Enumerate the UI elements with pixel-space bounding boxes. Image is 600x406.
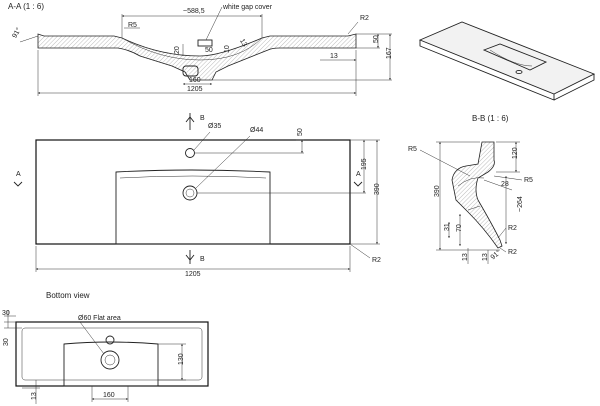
dim-r2-a: R2 [508,225,517,232]
dim-width-plan: 1205 [185,271,201,278]
section-bb-title: B-B (1 : 6) [472,114,509,123]
dim-160: 160 [189,77,201,84]
gap-cover-block [197,39,213,47]
section-b-arrow-bottom-icon [185,254,195,261]
bottom-basin-underside [63,341,159,387]
section-aa-profile [37,33,357,81]
dim-50: 50 [205,47,213,54]
dim-r5-right: R5 [524,177,533,184]
section-b-label-top: B [200,115,205,122]
dim-corner-r2: R2 [372,257,381,264]
dim-50-height: 50 [373,35,380,43]
iso-top-surface [418,21,596,95]
plan-basin-rim [119,175,267,179]
plan-waste [182,185,198,201]
gap-cover-label: white gap cover [222,4,273,11]
iso-basin-curve [489,49,533,67]
bottom-view-title: Bottom view [46,291,90,300]
isometric-view [418,21,596,101]
dim-264: ~264 [517,196,524,212]
section-aa-title: A-A (1 : 6) [8,2,44,11]
dim-r2-b: R2 [508,249,517,256]
dim-13-bb-2: 13 [482,253,489,261]
dim-13-right: 13 [330,53,338,60]
dim-tap-hole: Ø35 [208,123,221,130]
dim-r2-right: R2 [360,15,369,22]
bottom-waste [104,354,116,366]
dim-50-plan: 50 [297,128,304,136]
section-aa-inner-line [121,37,263,61]
plan-view: B B A A Ø35 Ø44 50 195 390 1205 R2 [13,113,381,278]
section-bb-view: B-B (1 : 6) R5 120 28 R5 390 ~264 31 70 … [408,114,533,264]
dim-70: 70 [456,224,463,232]
dim-120: 120 [512,147,519,159]
dim-angle-91: 91° [11,26,23,39]
dim-390-plan: 390 [374,183,381,195]
iso-tap-hole [515,69,523,75]
section-b-label-bottom: B [200,256,205,263]
bottom-view: Bottom view 30 30 Ø60 Flat area 130 13 1… [2,291,209,404]
dim-195: 195 [361,158,368,170]
plan-basin [115,169,271,245]
iso-front-face [419,40,555,101]
plan-waste-inner [185,188,195,198]
section-bb-profile [451,141,503,249]
dim-30-side: 30 [3,338,10,346]
dim-13-bottom: 13 [31,392,38,400]
flat-area-label: Ø60 Flat area [78,315,121,322]
iso-basin [482,43,548,71]
dim-angle-91-bb: 91° [489,248,502,261]
section-aa-waste-pocket [182,65,199,77]
dim-13-angled: 13 [238,38,248,48]
dim-10: 10 [224,45,231,53]
iso-side-face [553,74,595,101]
dim-160-bottom: 160 [103,392,115,399]
plan-outline [35,139,351,245]
plan-tap-hole [185,148,195,158]
dim-30-top: 30 [2,310,10,317]
section-bb-inner-line [467,205,481,211]
section-a-label-left: A [16,171,21,178]
dim-waste: Ø44 [250,127,263,134]
dim-31: 31 [444,223,451,231]
dim-28: 28 [501,181,509,188]
section-a-arrow-left-icon [13,181,23,187]
dim-width-aa: 1205 [187,86,203,93]
bottom-flat-area [100,350,120,370]
bottom-inner-outline [21,327,203,381]
section-b-arrow-top-icon [185,116,195,123]
dim-r5-top: R5 [408,146,417,153]
section-a-arrow-right-icon [353,181,363,187]
dim-390-bb: 390 [434,185,441,197]
dim-130: 130 [178,353,185,365]
dim-167: 167 [386,47,393,59]
dim-r5-left: R5 [128,22,137,29]
section-bb-inner-curve [457,177,485,187]
dim-inner-width: ~588,5 [183,8,205,15]
dim-20: 20 [174,46,181,54]
dim-13-bb: 13 [462,253,469,261]
bottom-tap-hole [105,335,115,345]
section-a-label-right: A [356,171,361,178]
section-aa-view: A-A (1 : 6) ~588,5 R5 white gap cover R2… [8,2,393,96]
